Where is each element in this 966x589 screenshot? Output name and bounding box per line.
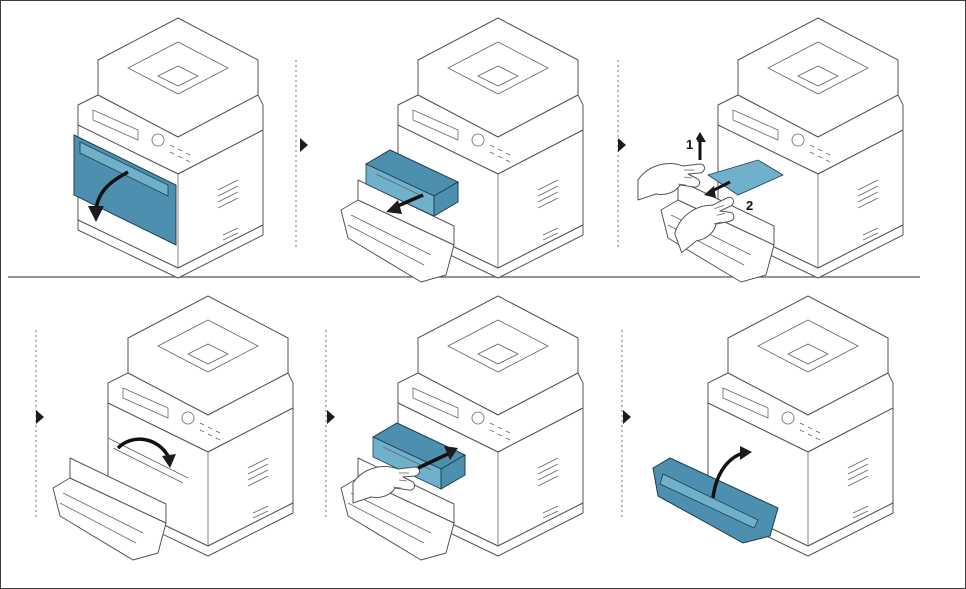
arrow-push-in-icon xyxy=(417,451,451,470)
panel-r1-remove-toner xyxy=(340,17,584,283)
step-label-1: 1 xyxy=(686,137,693,152)
step-arrow-icon xyxy=(618,138,626,152)
panel-r2-close-front-cover xyxy=(652,295,894,557)
panel-r2-insert-toner xyxy=(340,295,584,561)
curved-arrow-open-icon xyxy=(94,170,129,211)
step-label-2: 2 xyxy=(746,198,753,213)
step-arrow-icon xyxy=(300,138,308,152)
step-arrow-icon xyxy=(327,410,335,424)
panel-r1-remove-jammed-paper: 1 2 xyxy=(637,17,904,283)
step-arrow-icon xyxy=(623,410,631,424)
step-arrow-icon xyxy=(36,410,44,424)
curved-arrow-lift-icon xyxy=(116,437,170,457)
panel-r1-open-front-cover xyxy=(73,17,264,279)
panel-r2-prepare-new-toner xyxy=(52,295,294,561)
curved-arrow-close-icon xyxy=(711,451,744,499)
